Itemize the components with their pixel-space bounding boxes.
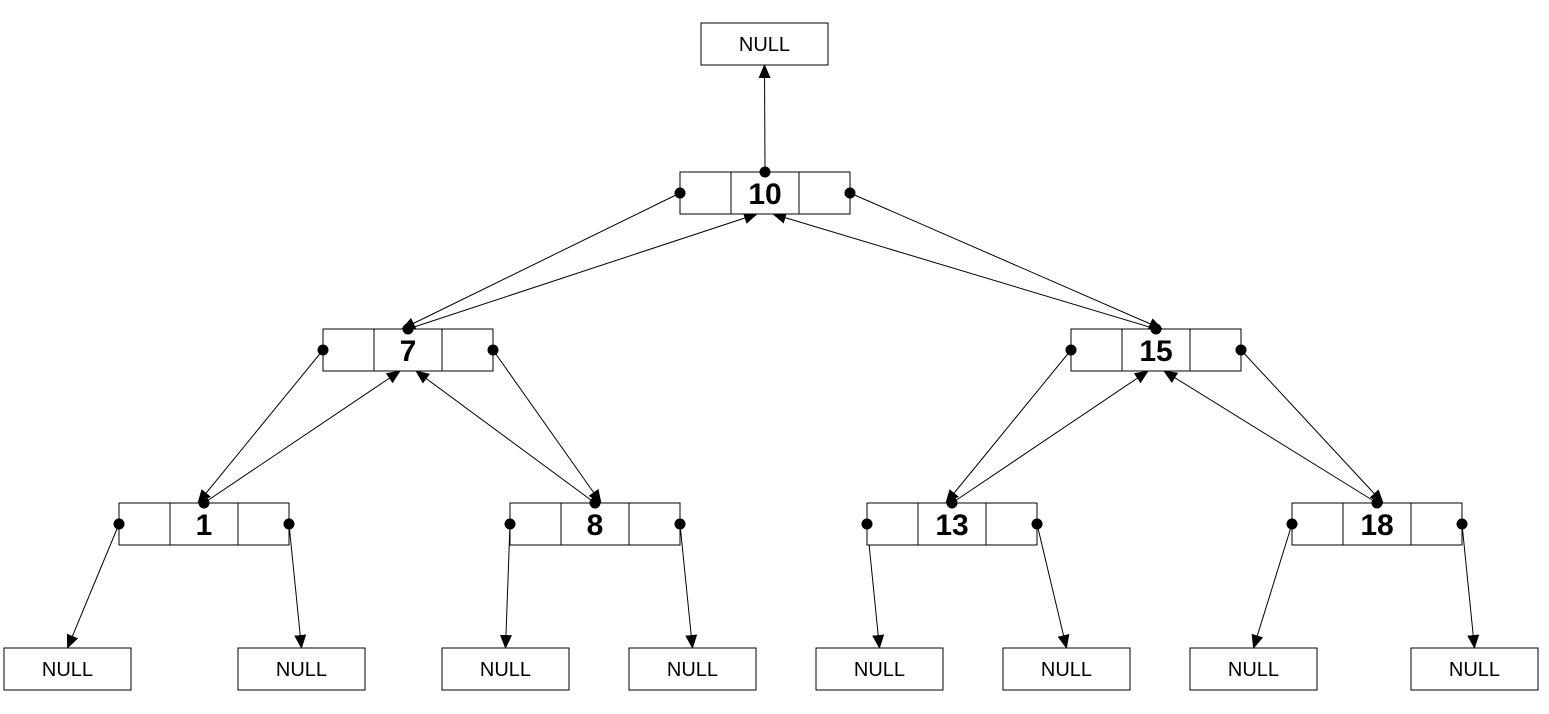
node-value: 1	[196, 509, 213, 542]
node-record	[679, 171, 851, 215]
null-label: NULL	[739, 34, 790, 56]
tree-node-18: 18	[1291, 502, 1463, 546]
null-label: NULL	[854, 659, 905, 681]
null-box-rect	[1410, 647, 1539, 691]
node-record	[118, 502, 290, 546]
dots-layer	[113, 166, 1468, 530]
node-value: 10	[748, 178, 781, 211]
node-value: 15	[1139, 335, 1172, 368]
node-record	[509, 502, 681, 546]
pointer-arrow-n18-left	[1251, 523, 1293, 649]
null-box-rect	[700, 22, 829, 66]
pointer-arrow-n15-parent	[772, 211, 1157, 330]
pointer-origin-dot	[946, 497, 958, 509]
pointer-arrow-n15-left	[945, 349, 1072, 504]
tree-node-13: 13	[866, 502, 1038, 546]
pointer-arrow-n1-parent	[203, 370, 401, 504]
null-box-null-18-right: NULL	[1410, 647, 1539, 691]
null-label: NULL	[1041, 659, 1092, 681]
null-box-null-18-left: NULL	[1189, 647, 1318, 691]
pointer-origin-dot	[1456, 518, 1468, 530]
pointer-arrow-n15-right	[1240, 349, 1384, 504]
pointer-origin-dot	[487, 344, 499, 356]
pointer-origin-dot	[1286, 518, 1298, 530]
pointer-origin-dot	[1235, 344, 1247, 356]
null-label: NULL	[1449, 659, 1500, 681]
pointer-arrow-n7-parent	[407, 212, 758, 330]
null-box-null-13-left: NULL	[815, 647, 944, 691]
null-box-rect	[441, 647, 570, 691]
node-value: 18	[1360, 509, 1393, 542]
null-box-null-1-right: NULL	[237, 647, 366, 691]
node-value: 7	[400, 335, 417, 368]
pointer-arrow-n10-right	[849, 192, 1163, 330]
pointer-origin-dot	[504, 518, 516, 530]
tree-node-15: 15	[1070, 328, 1242, 372]
tree-node-10: 10	[679, 171, 851, 215]
pointer-arrow-n18-right	[1461, 523, 1480, 649]
node-value: 13	[935, 509, 968, 542]
node-value: 8	[587, 509, 604, 542]
pointer-arrow-n13-right	[1036, 523, 1070, 649]
pointer-origin-dot	[283, 518, 295, 530]
null-box-null-root: NULL	[700, 22, 829, 66]
pointer-origin-dot	[589, 497, 601, 509]
null-label: NULL	[667, 659, 718, 681]
pointer-arrow-n8-left	[499, 523, 512, 649]
pointer-origin-dot	[1371, 497, 1383, 509]
pointer-origin-dot	[113, 518, 125, 530]
tree-node-7: 7	[322, 328, 494, 372]
pointer-arrow-n10-left	[401, 192, 681, 330]
pointer-origin-dot	[844, 187, 856, 199]
pointer-origin-dot	[674, 518, 686, 530]
null-box-rect	[237, 647, 366, 691]
tree-node-8: 8	[509, 502, 681, 546]
pointer-origin-dot	[861, 518, 873, 530]
node-record	[1291, 502, 1463, 546]
null-label: NULL	[42, 659, 93, 681]
null-box-rect	[628, 647, 757, 691]
pointer-arrow-n8-right	[679, 523, 698, 649]
null-box-null-13-right: NULL	[1002, 647, 1131, 691]
null-label: NULL	[276, 659, 327, 681]
edges-layer	[66, 64, 1480, 649]
pointer-origin-dot	[317, 344, 329, 356]
pointer-origin-dot	[198, 497, 210, 509]
null-box-null-8-right: NULL	[628, 647, 757, 691]
pointer-arrow-n18-parent	[1163, 370, 1378, 504]
pointer-arrow-n1-left	[66, 523, 120, 649]
tree-node-1: 1	[118, 502, 290, 546]
pointer-origin-dot	[1065, 344, 1077, 356]
null-box-rect	[1002, 647, 1131, 691]
pointer-arrow-n7-right	[492, 349, 602, 504]
null-box-rect	[815, 647, 944, 691]
pointer-arrow-n13-parent	[951, 370, 1149, 504]
node-record	[322, 328, 494, 372]
pointer-origin-dot	[402, 323, 414, 335]
pointer-origin-dot	[674, 187, 686, 199]
null-label: NULL	[1228, 659, 1279, 681]
null-box-null-8-left: NULL	[441, 647, 570, 691]
pointer-arrow-n8-parent	[415, 370, 596, 504]
pointer-arrow-n10-parent	[758, 64, 771, 173]
pointer-origin-dot	[759, 166, 771, 178]
null-box-null-1-left: NULL	[3, 647, 132, 691]
boxes-layer: NULL NULL NULL NULL NULL NULL NULL NULL NULL 10 7 1…	[3, 22, 1539, 691]
pointer-arrow-n7-left	[197, 349, 324, 504]
pointer-origin-dot	[1150, 323, 1162, 335]
null-label: NULL	[480, 659, 531, 681]
node-record	[866, 502, 1038, 546]
null-box-rect	[3, 647, 132, 691]
pointer-arrow-n1-right	[288, 523, 307, 649]
pointer-origin-dot	[1031, 518, 1043, 530]
null-box-rect	[1189, 647, 1318, 691]
